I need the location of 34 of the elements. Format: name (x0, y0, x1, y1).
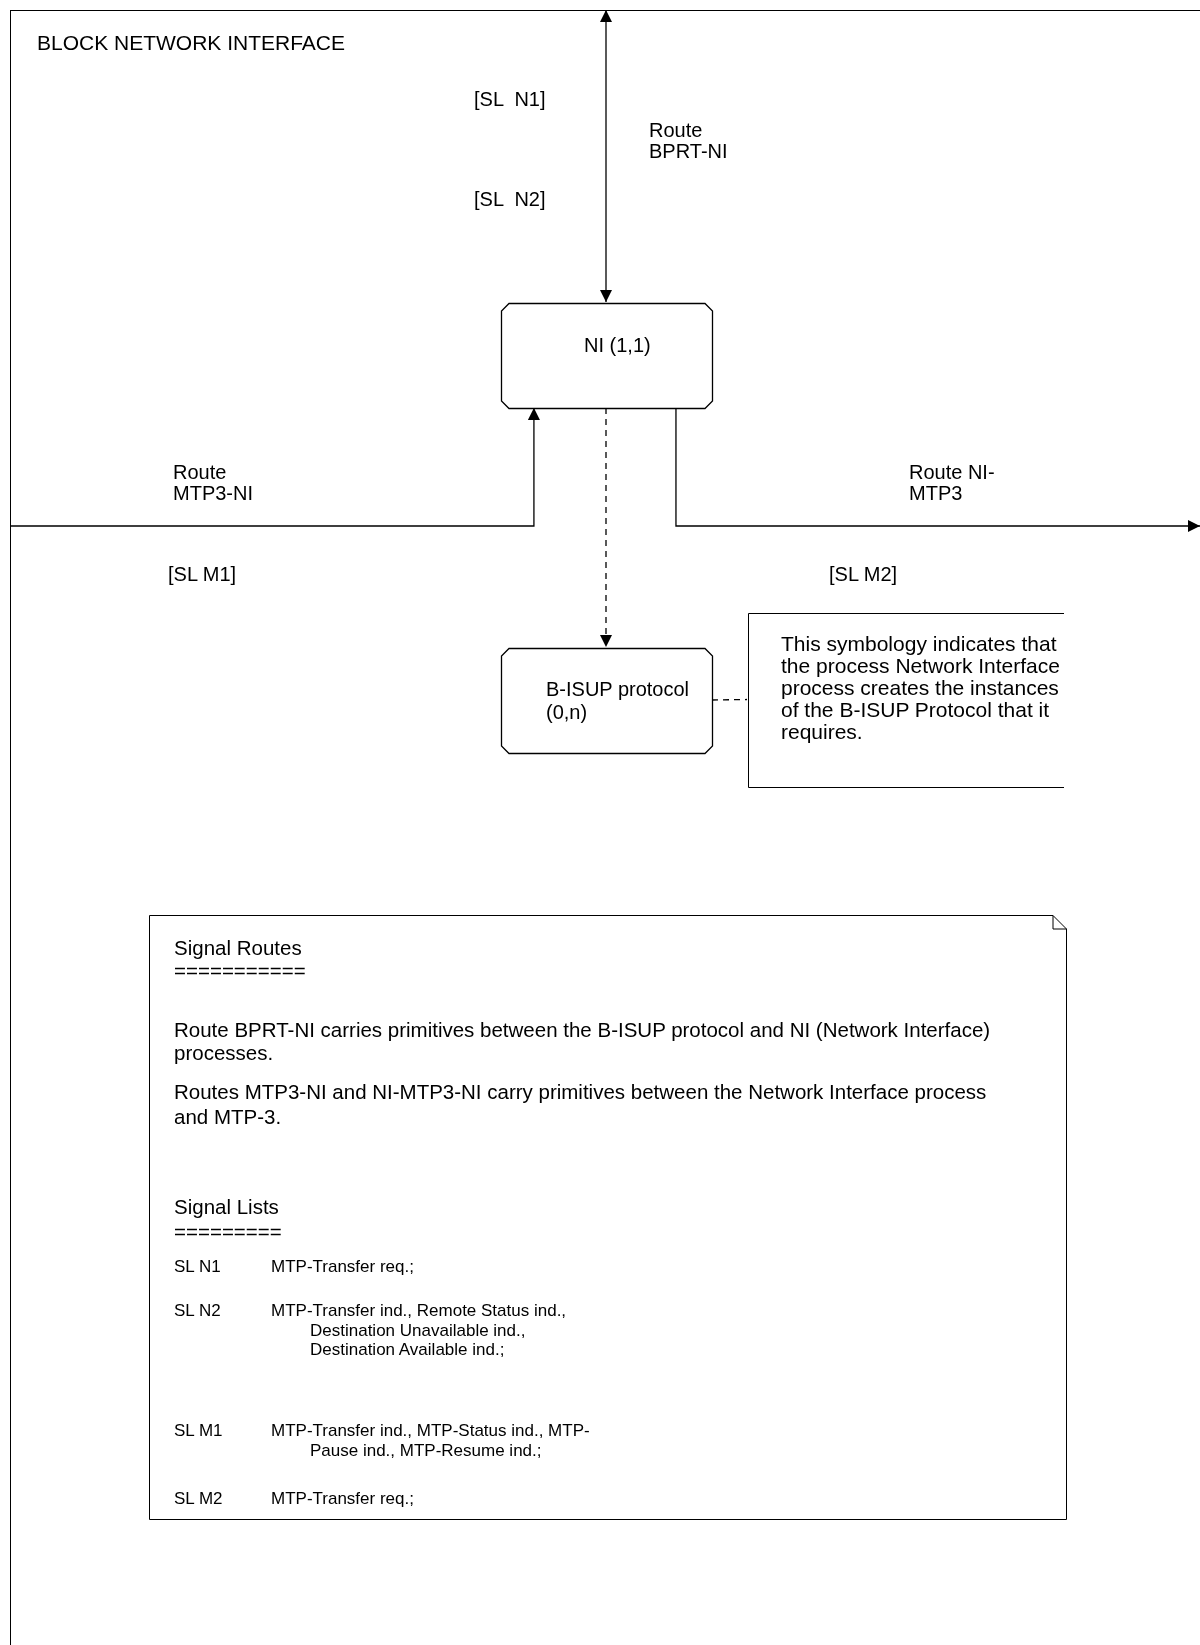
route-label: Route NI-MTP3 (909, 462, 996, 504)
text-note (149, 915, 1067, 1520)
signal-list-name: SL M2 (174, 1489, 223, 1509)
block-frame (10, 10, 1200, 1645)
heading: Signal Lists (174, 1195, 279, 1219)
heading-underline: =========== (174, 959, 306, 983)
route-label: Route BPRT-NI (649, 120, 729, 162)
signal-route-arrow (9, 407, 540, 527)
heading: Signal Routes (174, 936, 302, 960)
signal-list-ref: [SL N1] (474, 88, 546, 111)
signal-list-name: SL N2 (174, 1301, 221, 1321)
signal-list-ref: [SL N2] (474, 188, 546, 211)
process-box (501, 303, 713, 409)
heading-underline: ========= (174, 1220, 282, 1244)
signal-route-arrow (600, 9, 612, 303)
process-label: NI (1,1) (584, 334, 652, 357)
signal-list-entry: MTP-Transfer ind., MTP-Status ind., MTP-Pause ind., MTP-Resume ind.; (271, 1421, 591, 1461)
block-title: BLOCK NETWORK INTERFACE (37, 31, 346, 56)
signal-list-name: SL M1 (174, 1421, 223, 1441)
signal-route-arrow (675, 407, 1200, 532)
signal-list-entry: MTP-Transfer req.; (271, 1257, 415, 1277)
comment-text: This symbology indicates that the process Network Interface process creates the instances of the B-ISUP Protocol that it requires. (781, 633, 1061, 744)
signal-list-entry: MTP-Transfer ind., Remote Status ind., Destination Unavailable ind., Destination Available ind.; (271, 1301, 568, 1360)
signal-list-name: SL N1 (174, 1257, 221, 1277)
create-arrow (600, 407, 612, 648)
comment-box (748, 613, 1064, 788)
signal-list-ref: [SL M2] (829, 563, 898, 586)
paragraph: Routes MTP3-NI and NI-MTP3-NI carry primitives between the Network Interface process and MTP-3. (174, 1080, 988, 1130)
process-label: B-ISUP protocol (0,n) (546, 678, 691, 724)
process-box (501, 648, 713, 754)
signal-list-ref: [SL M1] (168, 563, 237, 586)
paragraph: Route BPRT-NI carries primitives between the B-ISUP protocol and NI (Network Interface) processes. (174, 1019, 992, 1065)
route-label: Route MTP3-NI (173, 462, 254, 504)
signal-list-entry: MTP-Transfer req.; (271, 1489, 415, 1509)
